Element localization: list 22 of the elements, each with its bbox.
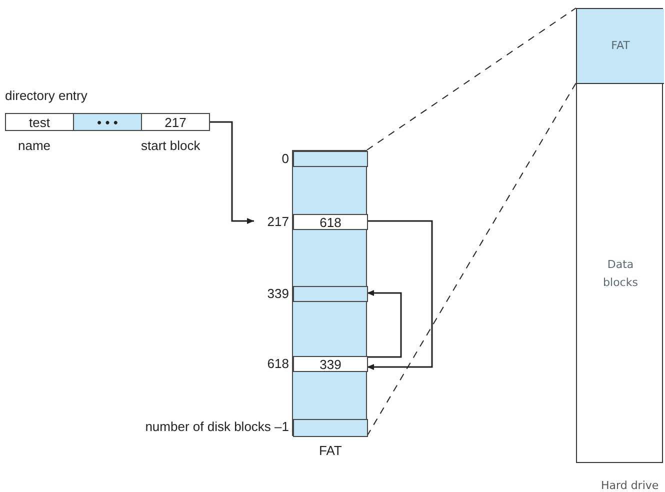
dashed-line <box>366 82 576 436</box>
field-label: name <box>18 138 51 153</box>
table-cell: test <box>5 113 74 131</box>
table-caption: FAT <box>319 443 342 458</box>
drive-caption: Hard drive <box>601 479 659 492</box>
row-number: 0 <box>282 151 289 166</box>
table-cell: 618 <box>293 214 368 230</box>
arrow <box>210 121 254 224</box>
data-region: Data blocks <box>577 83 664 464</box>
group-heading: directory entry <box>5 88 88 103</box>
table-cell: 217 <box>141 113 210 131</box>
row-number: 618 <box>267 356 289 371</box>
table-cell: 339 <box>293 356 368 372</box>
row-number: 217 <box>267 214 289 229</box>
row-number: number of disk blocks –1 <box>145 419 289 434</box>
arrow <box>367 220 433 370</box>
dashed-line <box>366 8 576 150</box>
field-label: start block <box>141 138 200 153</box>
table-cell: • • • <box>73 113 142 131</box>
fat-region: FAT <box>577 9 664 84</box>
row-number: 339 <box>267 286 289 301</box>
arrow <box>367 290 402 358</box>
